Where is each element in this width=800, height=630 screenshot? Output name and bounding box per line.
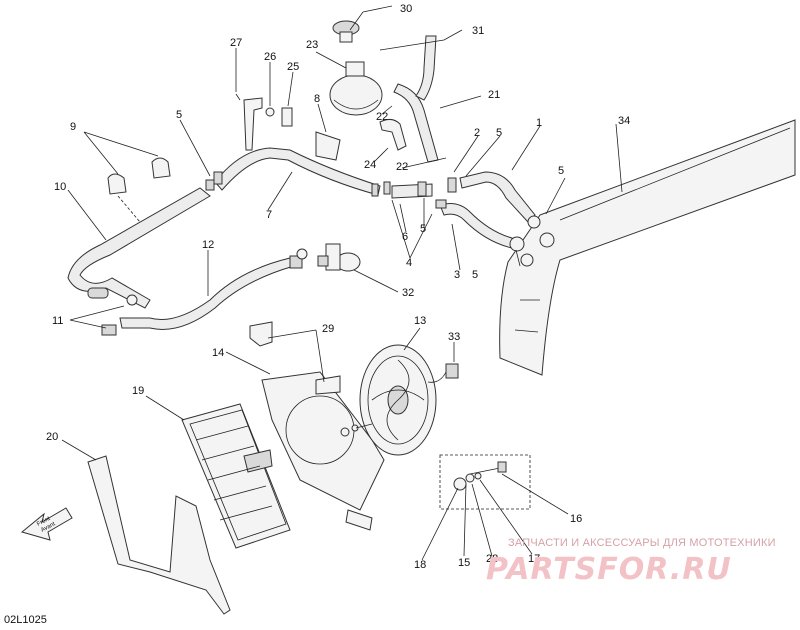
callout-33: 33: [448, 331, 460, 343]
radiator-cap-30: [332, 20, 360, 43]
callout-19: 19: [132, 385, 144, 397]
hose-3: [439, 203, 513, 249]
watermark-tagline: ЗАПЧАСТИ И АКСЕССУАРЫ ДЛЯ МОТОТЕХНИКИ: [508, 537, 776, 549]
callout-2: 2: [474, 127, 480, 139]
nut-26: [265, 107, 275, 117]
callout-18: 18: [414, 559, 426, 571]
callout-22-mid: 22: [396, 161, 408, 173]
watermark-logo: PARTSFOR.RU: [486, 552, 732, 587]
callout-27: 27: [230, 37, 242, 49]
clamp-9-right: [151, 157, 171, 179]
callout-14: 14: [212, 347, 224, 359]
callout-10: 10: [54, 181, 66, 193]
expansion-tank-23: [329, 61, 383, 116]
callout-24: 24: [364, 159, 376, 171]
body-panel-34: [499, 119, 796, 376]
callout-9: 9: [70, 121, 76, 133]
callout-16: 16: [570, 513, 582, 525]
callout-7: 7: [266, 209, 272, 221]
callout-15: 15: [458, 557, 470, 569]
leader-lines: [61, 5, 623, 561]
callout-5-left: 5: [176, 109, 182, 121]
radiator-19: [181, 403, 291, 549]
fastener-kit: [340, 423, 531, 510]
upper-hose-7: [214, 147, 381, 196]
overflow-tube-31: [415, 35, 437, 101]
callout-5-right: 5: [558, 165, 564, 177]
drawing-code: 02L1025: [4, 614, 47, 626]
callout-5-low: 5: [472, 269, 478, 281]
bracket-25: [281, 107, 293, 127]
bolt-27: [235, 93, 241, 101]
fan-13: [359, 344, 437, 456]
callout-26: 26: [264, 51, 276, 63]
callout-4: 4: [406, 257, 412, 269]
callout-25: 25: [287, 61, 299, 73]
callout-3: 3: [454, 269, 460, 281]
clamp-9-left: [107, 173, 127, 195]
callout-5-mid: 5: [420, 223, 426, 235]
callout-31: 31: [472, 25, 484, 37]
callout-30: 30: [400, 3, 412, 15]
callout-20: 20: [46, 431, 58, 443]
callout-22-top: 22: [376, 111, 388, 123]
callout-32: 32: [402, 287, 414, 299]
callout-labels: 30 31 27 23 26 25 21 8 22 5 9 1 34 2 5 2…: [46, 3, 630, 571]
callout-17: 17: [528, 553, 540, 565]
hose-10: [67, 187, 211, 309]
callout-1: 1: [536, 117, 542, 129]
callout-21: 21: [488, 89, 500, 101]
support-bracket: [243, 97, 263, 151]
callout-12: 12: [202, 239, 214, 251]
hose-8: [315, 131, 341, 161]
fittings-cluster: [87, 171, 555, 336]
side-panel-20: [87, 455, 231, 615]
thermostat-housing-32: [289, 243, 361, 272]
callout-34: 34: [618, 115, 630, 127]
callout-28: 28: [486, 553, 498, 565]
callout-6: 6: [402, 231, 408, 243]
connector-33: [427, 363, 459, 383]
callout-8: 8: [314, 93, 320, 105]
callout-5-top: 5: [496, 127, 502, 139]
hose-12: [119, 257, 295, 330]
callout-11: 11: [52, 315, 63, 327]
callout-23: 23: [306, 39, 318, 51]
front-direction-arrow-icon: Front Avant: [20, 507, 73, 541]
callout-29: 29: [322, 323, 334, 335]
fan-shroud-14: [249, 321, 385, 531]
bracket-24: [379, 118, 407, 151]
callout-13: 13: [414, 315, 426, 327]
